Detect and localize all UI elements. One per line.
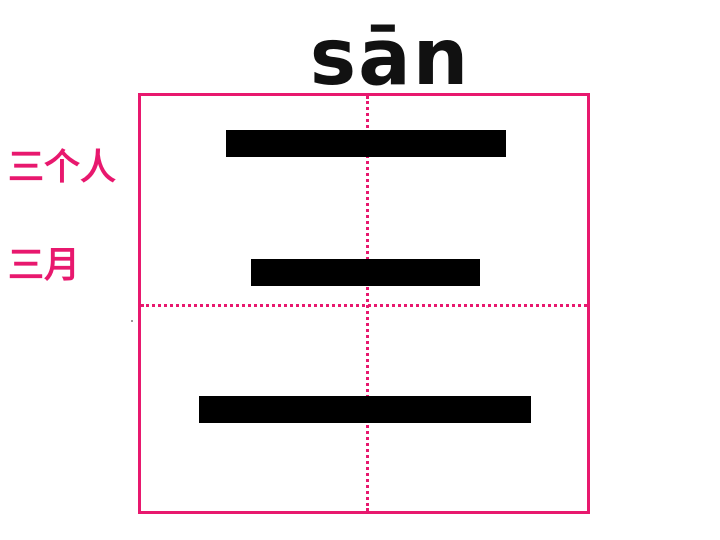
stroke-middle — [251, 259, 480, 286]
stray-dot — [131, 320, 133, 322]
vertical-guide-line — [366, 96, 369, 511]
pinyin-label: sān — [309, 13, 471, 103]
stroke-top — [226, 130, 506, 157]
stroke-bottom — [199, 396, 531, 423]
horizontal-guide-line — [141, 304, 587, 307]
example-word-2: 三月 — [8, 245, 81, 286]
example-word-1: 三个人 — [8, 147, 117, 188]
writing-grid-box — [138, 93, 590, 514]
